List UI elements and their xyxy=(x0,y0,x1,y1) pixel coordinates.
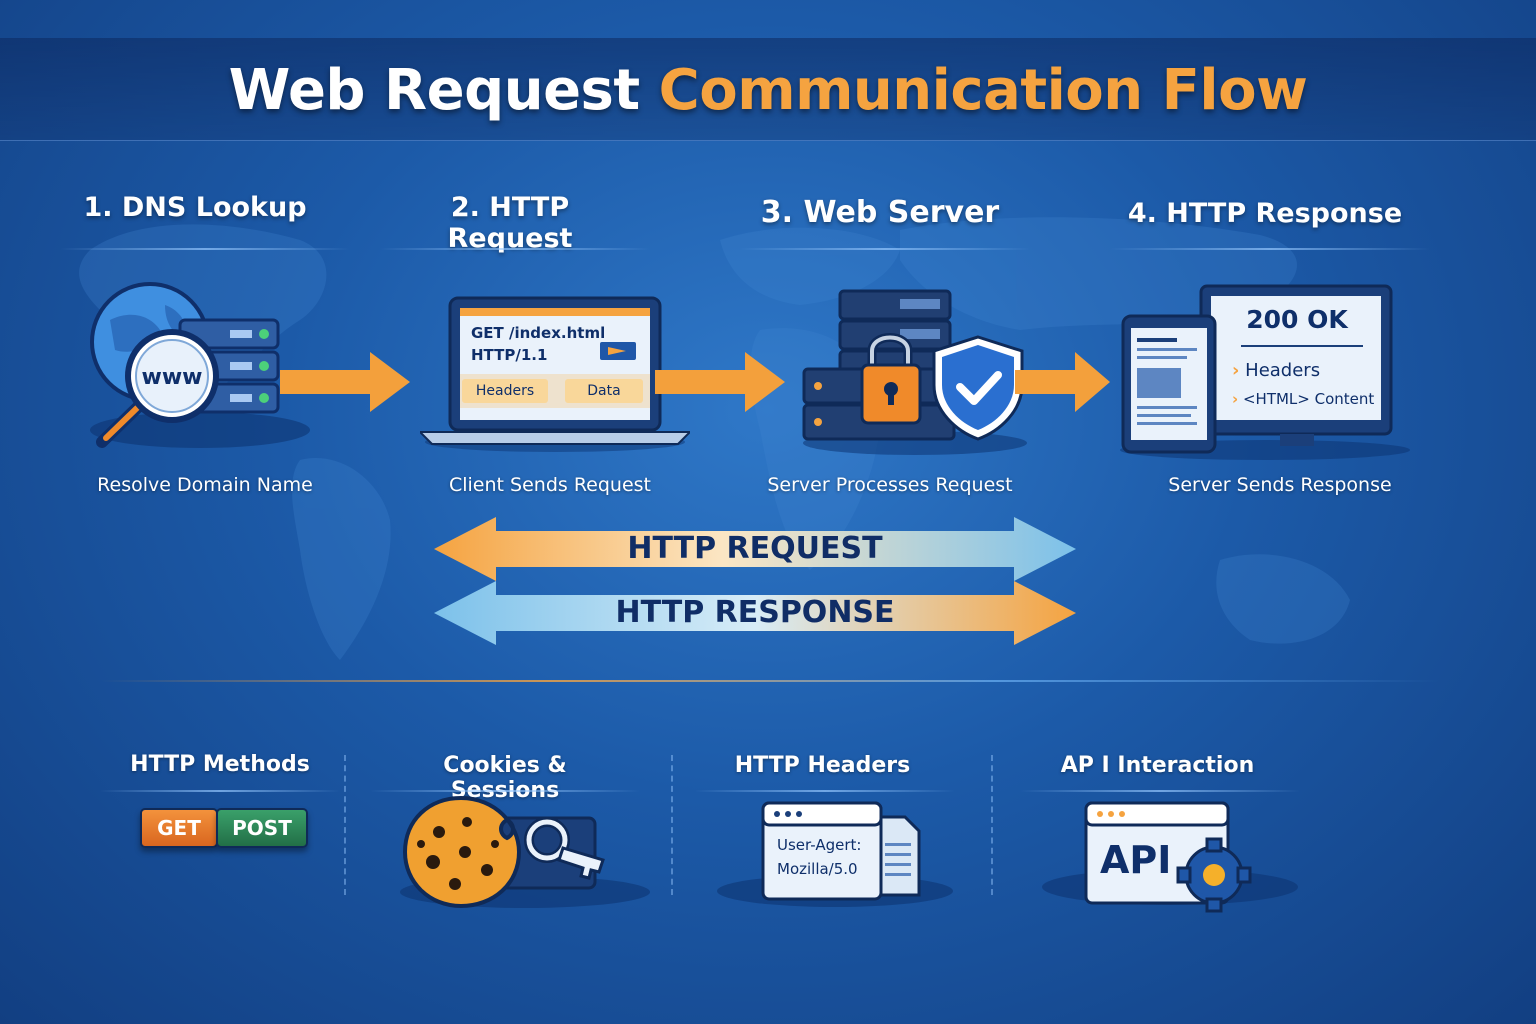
step-3-caption: Server Processes Request xyxy=(767,474,1013,496)
step-3-rule xyxy=(740,248,1030,250)
lock-icon xyxy=(860,333,922,425)
request-line-1: GET /index.html xyxy=(471,324,606,342)
request-response-arrows xyxy=(434,517,1076,645)
response-item-content: › <HTML> Content xyxy=(1232,390,1374,408)
tablet-icon xyxy=(1121,314,1217,454)
response-item-content-label: <HTML> Content xyxy=(1242,390,1375,408)
step-4-title: 4. HTTP Response xyxy=(1127,198,1403,229)
step-2-caption: Client Sends Request xyxy=(448,474,651,496)
step-1-caption: Resolve Domain Name xyxy=(97,474,313,496)
http-response-label: HTTP RESPONSE xyxy=(615,595,895,630)
step-1-title: 1. DNS Lookup xyxy=(83,192,307,223)
response-devices-illustration xyxy=(1120,284,1410,460)
feature-headers-title: HTTP Headers xyxy=(734,753,911,778)
feature-separator-3 xyxy=(991,755,993,895)
api-interaction-illustration xyxy=(1042,801,1298,913)
http-request-arrow xyxy=(434,517,1076,581)
shield-check-icon xyxy=(932,335,1024,441)
step-4-caption: Server Sends Response xyxy=(1168,474,1392,496)
step-1-rule xyxy=(60,248,350,250)
web-server-illustration xyxy=(802,289,1027,455)
browser-window-icon xyxy=(761,801,883,901)
monitor-icon xyxy=(1199,284,1393,446)
feature-methods-title: HTTP Methods xyxy=(130,752,310,777)
step-2-title: 2. HTTP Request xyxy=(447,192,573,254)
chevron-right-icon: › xyxy=(1232,360,1240,381)
feature-api-rule xyxy=(1020,790,1300,792)
flow-arrow-1 xyxy=(280,352,410,412)
get-method-button[interactable]: GET xyxy=(140,808,218,848)
api-label: API xyxy=(1100,838,1172,882)
header-band xyxy=(0,38,1536,141)
feature-api-title: AP I Interaction xyxy=(1060,753,1255,778)
post-method-button[interactable]: POST xyxy=(216,808,308,848)
step-4-rule xyxy=(1110,248,1430,250)
http-response-arrow xyxy=(434,581,1076,645)
feature-cookies-rule xyxy=(370,790,640,792)
feature-separator-1 xyxy=(344,755,346,895)
title-part-2: Communication Flow xyxy=(658,58,1308,123)
section-divider xyxy=(100,680,1440,682)
gear-icon xyxy=(1176,837,1252,913)
dns-lookup-illustration: www xyxy=(90,282,310,448)
http-headers-illustration xyxy=(717,801,953,907)
title-part-1: Web Request xyxy=(228,58,640,123)
flow-arrow-3 xyxy=(1015,352,1110,412)
cookie-icon xyxy=(402,795,522,909)
feature-headers-rule xyxy=(695,790,955,792)
user-agent-line-2: Mozilla/5.0 xyxy=(777,860,858,878)
laptop-icon xyxy=(420,296,690,452)
cookies-sessions-illustration xyxy=(400,795,650,909)
user-agent-line-1: User-Agert: xyxy=(777,836,862,854)
step-2-rule xyxy=(380,248,650,250)
chevron-right-icon: › xyxy=(1232,390,1239,408)
magnifier-icon: www xyxy=(96,329,219,448)
feature-separator-2 xyxy=(671,755,673,895)
page-title: Web Request Communication Flow xyxy=(0,58,1536,123)
www-label: www xyxy=(142,365,203,390)
http-request-label: HTTP REQUEST xyxy=(627,531,883,566)
response-status: 200 OK xyxy=(1246,305,1348,334)
response-item-headers: › Headers xyxy=(1232,360,1320,381)
request-line-2: HTTP/1.1 xyxy=(471,346,548,364)
flow-arrow-2 xyxy=(655,352,785,412)
feature-methods-rule xyxy=(100,790,340,792)
step-3-title: 3. Web Server xyxy=(760,195,1000,230)
request-data-tag: Data xyxy=(565,379,643,403)
key-icon xyxy=(524,817,605,880)
response-item-headers-label: Headers xyxy=(1245,360,1321,381)
request-headers-tag: Headers xyxy=(462,379,548,403)
